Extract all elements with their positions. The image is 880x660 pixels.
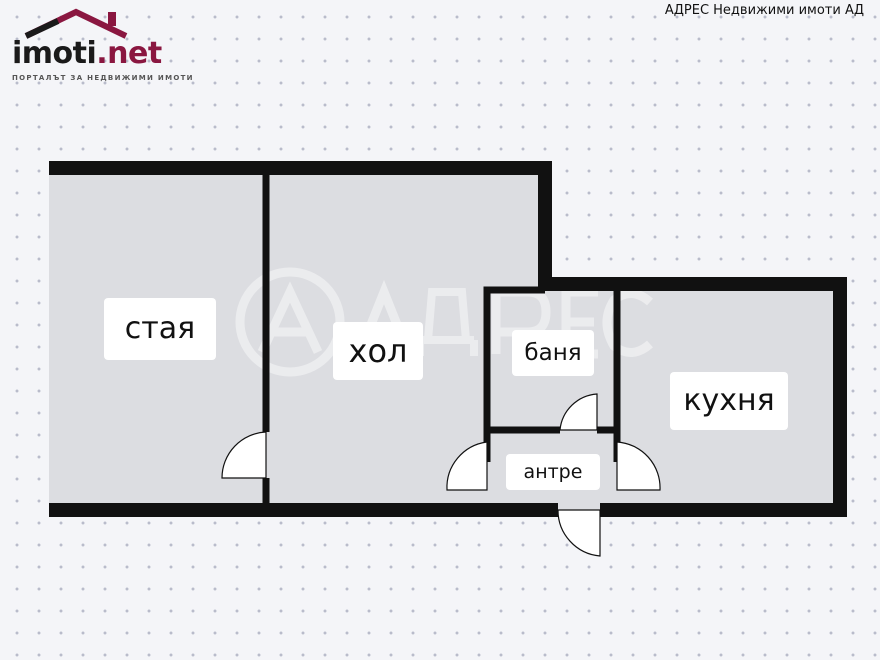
logo-tagline: ПОРТАЛЪТ ЗА НЕДВИЖИМИ ИМОТИ bbox=[12, 74, 194, 82]
room-label-banya: баня bbox=[512, 330, 594, 376]
door-bathroom bbox=[559, 393, 598, 431]
door-antre-kitchen bbox=[616, 441, 661, 491]
wall-bath-left bbox=[483, 286, 545, 462]
agency-name: АДРЕС Недвижими имоти АД bbox=[664, 3, 864, 18]
door-entrance bbox=[557, 509, 601, 557]
door-staya-hol bbox=[221, 431, 267, 479]
door-antre-hol bbox=[446, 441, 488, 491]
logo-wordmark: imoti.net bbox=[12, 36, 162, 71]
imoti-logo[interactable]: imoti.net ПОРТАЛЪТ ЗА НЕДВИЖИМИ ИМОТИ bbox=[8, 6, 193, 86]
outer-wall bbox=[49, 161, 847, 517]
logo-name: imoti bbox=[12, 36, 97, 71]
room-label-kuhnya: кухня bbox=[670, 372, 788, 430]
room-label-hol: хол bbox=[333, 322, 423, 380]
walls bbox=[49, 161, 847, 517]
room-label-antre: антре bbox=[506, 454, 600, 490]
doors bbox=[221, 393, 661, 557]
room-label-staya: стая bbox=[104, 298, 216, 360]
logo-domain: .net bbox=[96, 36, 162, 71]
house-roof-icon bbox=[24, 8, 128, 39]
